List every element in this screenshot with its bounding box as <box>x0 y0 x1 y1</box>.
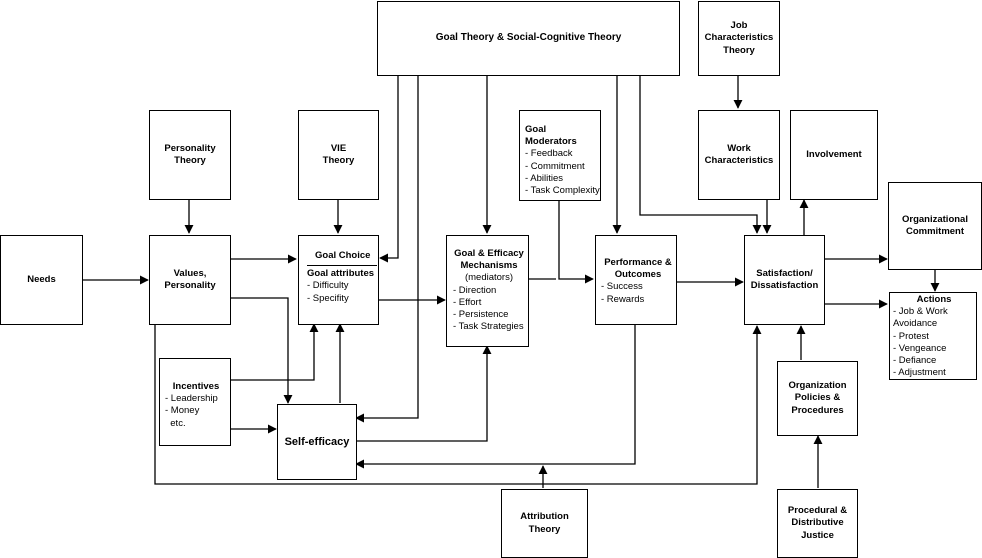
incentives-title: Incentives <box>172 381 220 392</box>
goal-theory-label: Goal Theory & Social-Cognitive Theory <box>435 32 622 44</box>
goal-moderators-list: - Feedback - Commitment - Abilities - Ta… <box>525 148 600 197</box>
involvement-label: Involvement <box>806 148 862 160</box>
list-item: - Money <box>165 405 200 417</box>
self-efficacy-label: Self-efficacy <box>284 435 350 448</box>
actions-title: Actions <box>916 294 952 305</box>
personality-theory-label: Personality Theory <box>164 142 216 166</box>
job-characteristics-theory-label: Job Characteristics Theory <box>704 20 774 56</box>
actions-box: Actions - Job & Work Avoidance - Protest… <box>889 292 977 380</box>
list-item: - Defiance <box>893 355 937 367</box>
list-item: - Job & Work <box>893 306 948 318</box>
arrow-incentives-to-goalchoice <box>230 323 319 381</box>
procedural-justice-box: Procedural & Distributive Justice <box>777 489 858 558</box>
arrow-goaltheory-to-selfefficacy <box>355 75 419 423</box>
attribution-theory-box: Attribution Theory <box>501 489 588 558</box>
list-item: Avoidance <box>893 318 938 330</box>
list-item: - Specifity <box>307 292 349 304</box>
performance-list: - Success - Rewards <box>601 281 676 305</box>
work-characteristics-label: Work Characteristics <box>704 142 774 166</box>
list-item: - Persistence <box>453 309 509 321</box>
self-efficacy-box: Self-efficacy <box>277 404 357 480</box>
arrow-moderators-to-performance <box>558 200 594 284</box>
satisfaction-dissatisfaction-box: Satisfaction/ Dissatisfaction <box>744 235 825 325</box>
arrow-values-to-selfefficacy <box>230 297 293 404</box>
involvement-box: Involvement <box>790 110 878 200</box>
attribution-theory-label: Attribution Theory <box>520 511 569 535</box>
mechanisms-title: Goal & Efficacy Mechanisms <box>454 248 524 272</box>
goal-attributes-list: - Difficulty - Specifity <box>307 280 378 304</box>
list-item: etc. <box>165 417 186 429</box>
list-item: - Vengeance <box>893 342 947 354</box>
goal-efficacy-mechanisms-box: Goal & Efficacy Mechanisms (mediators) -… <box>446 235 529 347</box>
needs-box: Needs <box>0 235 83 325</box>
values-personality-label: Values, Personality <box>164 267 216 291</box>
list-item: - Direction <box>453 284 497 296</box>
goal-moderators-title: Goal Moderators <box>525 124 577 148</box>
arrow-selfefficacy-to-mechanisms <box>356 345 492 442</box>
actions-list: - Job & Work Avoidance - Protest - Venge… <box>893 306 976 379</box>
goal-social-cognitive-theory-box: Goal Theory & Social-Cognitive Theory <box>377 1 680 76</box>
procedural-justice-label: Procedural & Distributive Justice <box>787 505 848 541</box>
work-characteristics-box: Work Characteristics <box>698 110 780 200</box>
mechanisms-list: - Direction - Effort - Persistence - Tas… <box>453 285 528 334</box>
satisfaction-label: Satisfaction/ Dissatisfaction <box>750 267 819 291</box>
list-item: - Leadership <box>165 393 218 405</box>
list-item: - Rewards <box>601 293 645 305</box>
list-item: - Feedback <box>525 148 573 160</box>
incentives-box: Incentives - Leadership - Money etc. <box>159 358 231 446</box>
list-item: - Success <box>601 281 643 293</box>
arrow-values-to-satisfaction-loop <box>154 324 762 485</box>
values-personality-box: Values, Personality <box>149 235 231 325</box>
list-item: - Protest <box>893 330 929 342</box>
list-item: - Task Strategies <box>453 321 524 333</box>
organization-policies-label: Organization Policies & Procedures <box>788 380 847 416</box>
list-item: - Adjustment <box>893 367 946 379</box>
vie-theory-label: VIE Theory <box>322 142 355 166</box>
job-characteristics-theory-box: Job Characteristics Theory <box>698 1 780 76</box>
goal-attributes-subtitle: Goal attributes <box>307 268 375 280</box>
list-item: - Commitment <box>525 160 585 172</box>
personality-theory-box: Personality Theory <box>149 110 231 200</box>
list-item: - Abilities <box>525 172 564 184</box>
arrow-performance-to-selfefficacy <box>355 324 636 469</box>
list-item: - Task Complexity <box>525 185 600 197</box>
organizational-commitment-box: Organizational Commitment <box>888 182 982 270</box>
performance-title: Performance & Outcomes <box>604 257 672 281</box>
mechanisms-subtitle: (mediators) <box>464 272 514 284</box>
list-item: - Effort <box>453 296 482 308</box>
needs-label: Needs <box>27 273 56 285</box>
organization-policies-box: Organization Policies & Procedures <box>777 361 858 436</box>
incentives-list: - Leadership - Money etc. <box>165 393 230 430</box>
list-item: - Difficulty <box>307 280 349 292</box>
goal-choice-box: Goal Choice Goal attributes - Difficulty… <box>298 235 379 325</box>
performance-outcomes-box: Performance & Outcomes - Success - Rewar… <box>595 235 677 325</box>
arrow-goaltheory-to-goalchoice <box>379 75 399 263</box>
goal-choice-title: Goal Choice <box>307 250 377 267</box>
vie-theory-box: VIE Theory <box>298 110 379 200</box>
goal-moderators-box: Goal Moderators - Feedback - Commitment … <box>519 110 601 201</box>
arrow-goaltheory-to-satisfaction <box>639 75 762 234</box>
organizational-commitment-label: Organizational Commitment <box>902 213 968 237</box>
